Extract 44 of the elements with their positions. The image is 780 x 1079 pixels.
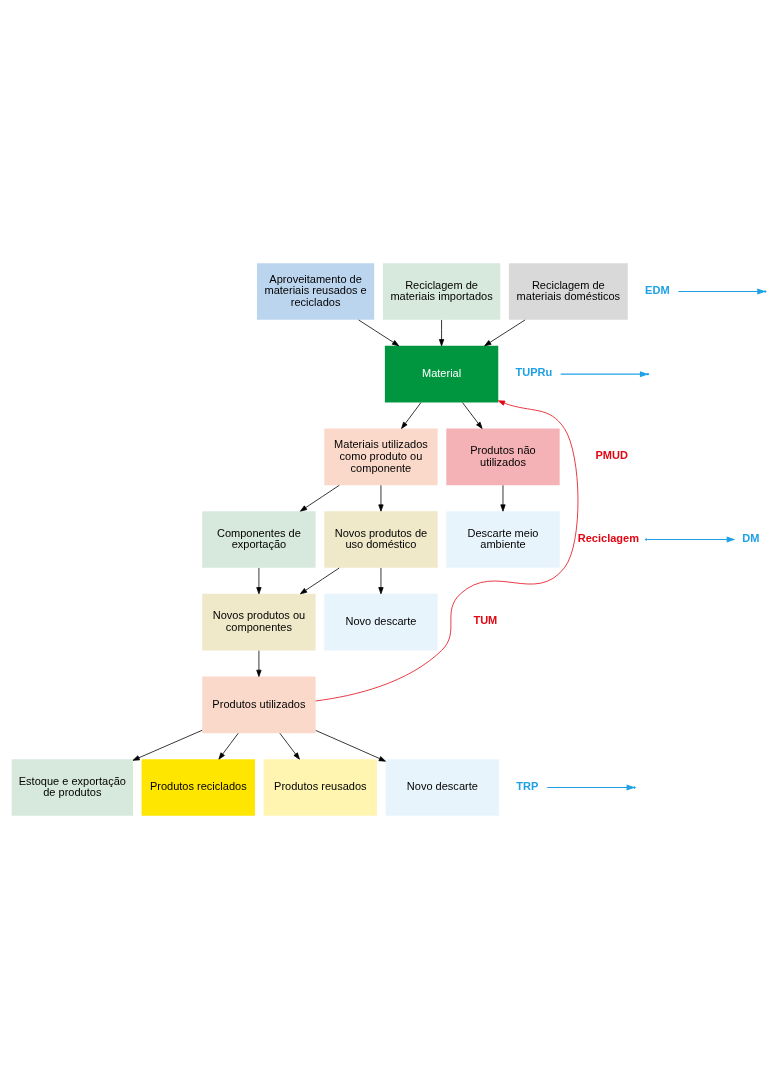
- arrow: [484, 319, 526, 347]
- node-box: Produtos reusados: [263, 759, 377, 816]
- node-box: Novo descarte: [324, 593, 438, 651]
- arrow: [300, 484, 340, 512]
- arrow: [378, 567, 384, 595]
- node-box: Produtos reciclados: [141, 759, 255, 816]
- node-box: Produtos utilizados: [202, 676, 316, 734]
- node-box: Produtos não utilizados: [446, 428, 560, 486]
- arrow: [279, 732, 300, 760]
- arrow: [438, 319, 445, 347]
- arrow: [256, 567, 262, 595]
- arrow: [401, 402, 422, 429]
- node-text: TUPRu: [515, 366, 553, 379]
- node-box: Componentes de exportação: [202, 511, 316, 568]
- node-box: Estoque e exportação de produtos: [11, 759, 133, 816]
- node-box: Novos produtos ou componentes: [202, 593, 316, 651]
- arrow: [358, 319, 400, 347]
- node-box: Novo descarte: [385, 759, 500, 816]
- node-box: Material: [384, 345, 499, 403]
- node-box: Aproveitamento de materiais reusados e reciclados: [256, 263, 375, 320]
- arrow: [500, 484, 506, 512]
- node-box: Descarte meio ambiente: [446, 511, 560, 568]
- arrow: [560, 371, 649, 378]
- edge-label: Reciclagem: [577, 531, 640, 544]
- arrow: [378, 484, 384, 512]
- node-text: DM: [742, 531, 760, 544]
- arrow: [546, 784, 636, 791]
- label: PMUD: [595, 448, 628, 461]
- arrow: [315, 730, 386, 762]
- arrow: [256, 650, 262, 677]
- arrow: [646, 536, 736, 543]
- arrow: [462, 402, 483, 429]
- node-text: EDM: [645, 283, 670, 296]
- arrow: [218, 732, 239, 760]
- node-box: Materiais utilizados como produto ou componente: [324, 428, 438, 486]
- arrow: [132, 729, 203, 761]
- label: TUM: [473, 614, 498, 627]
- node-box: Reciclagem de materiais domésticos: [508, 263, 628, 320]
- node-box: Reciclagem de materiais importados: [382, 263, 501, 320]
- arrow: [315, 400, 579, 702]
- arrow: [300, 567, 340, 595]
- node-text: TRP: [516, 779, 539, 792]
- arrow: [677, 288, 766, 295]
- node-box: Novos produtos de uso doméstico: [324, 511, 438, 568]
